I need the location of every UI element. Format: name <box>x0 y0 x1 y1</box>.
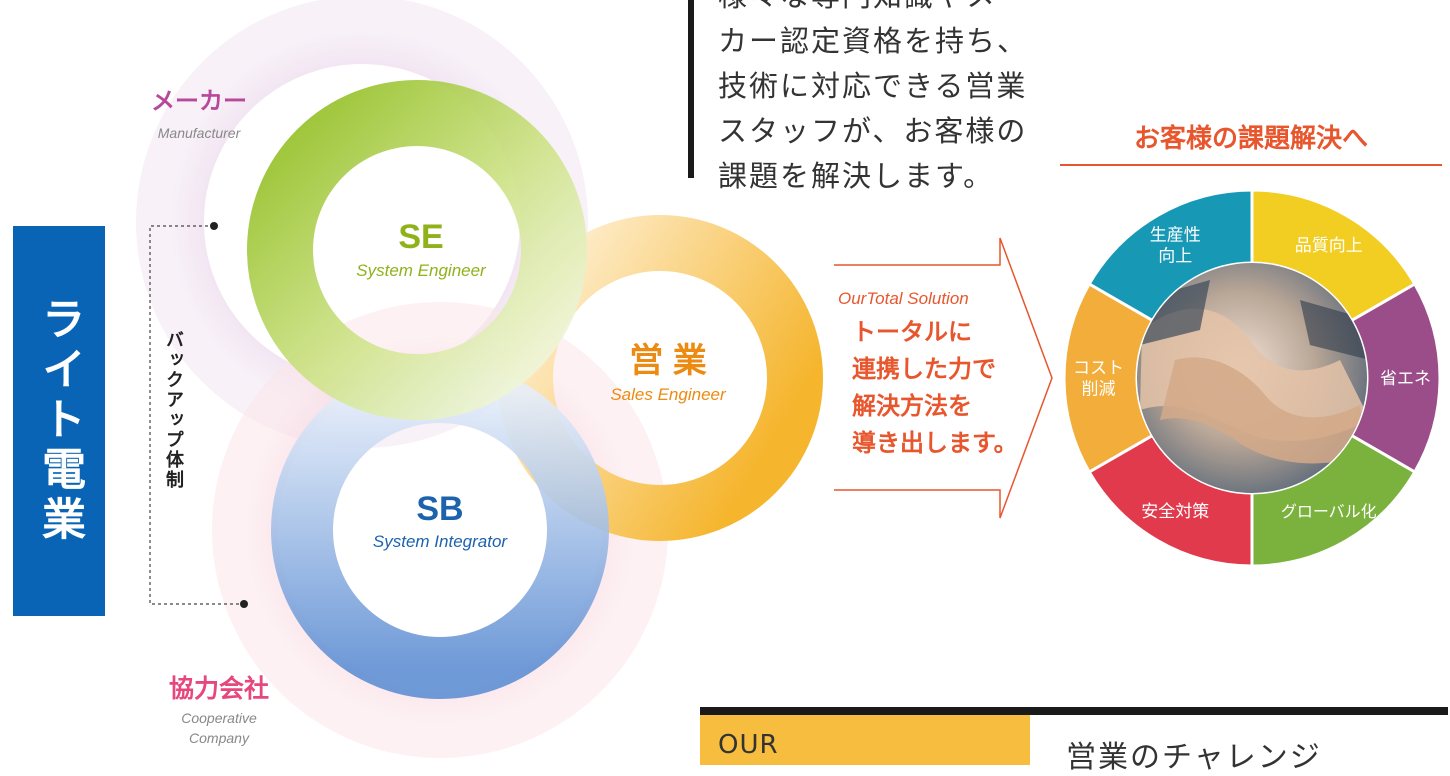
company-name: ライト電業 <box>34 296 85 546</box>
description-text: 様々な専門知識やメー カー認定資格を持ち、 技術に対応できる営業 スタッフが、お… <box>718 0 1038 199</box>
partner-subtitle-2: Company <box>189 730 250 746</box>
partner-subtitle-1: Cooperative <box>181 710 257 726</box>
maker-subtitle: Manufacturer <box>158 125 242 141</box>
solution-diagram: メーカー Manufacturer 協力会社 Cooperative Compa… <box>136 0 1442 758</box>
goal-segment-label: 生産性 <box>1150 226 1201 245</box>
description-line: スタッフが、お客様の <box>718 114 1028 148</box>
goal-segment-label: 省エネ <box>1380 369 1431 388</box>
goal-segment-label: グローバル化 <box>1281 503 1377 521</box>
maker-title: メーカー <box>151 88 247 115</box>
description-line: 課題を解決します。 <box>718 159 995 193</box>
se-title: SE <box>398 218 443 256</box>
se-ring <box>247 80 587 420</box>
goal-segment-label: 品質向上 <box>1295 236 1363 255</box>
description-line: カー認定資格を持ち、 <box>718 24 1029 58</box>
description-rule <box>688 0 694 178</box>
goal-segment-label: 削減 <box>1082 380 1116 399</box>
solution-line-4: 導き出します。 <box>852 429 1018 457</box>
backup-label: バックアップ体制 <box>163 330 184 490</box>
sb-title: SB <box>416 490 463 528</box>
backup-bracket <box>149 225 244 605</box>
partner-title: 協力会社 <box>169 674 269 703</box>
handshake-photo <box>1137 263 1367 493</box>
solution-english: OurTotal Solution <box>838 289 969 308</box>
bracket-dot-top <box>210 222 218 230</box>
sales-title: 営 業 <box>629 342 706 380</box>
solution-line-2: 連携した力で <box>852 355 996 383</box>
solution-line-3: 解決方法を <box>852 392 972 420</box>
goal-segment-label: 安全対策 <box>1141 502 1209 521</box>
sales-subtitle: Sales Engineer <box>610 385 727 404</box>
goals-title-underline <box>1060 164 1442 166</box>
bottom-section-rule <box>700 707 1448 715</box>
sb-subtitle: System Integrator <box>373 532 509 551</box>
description-line: 技術に対応できる営業 <box>718 69 1028 103</box>
bracket-dot-bottom <box>240 600 248 608</box>
goal-segment-label: コスト <box>1073 359 1124 378</box>
challenge-title: 営業のチャレンジ <box>1066 740 1322 775</box>
se-subtitle: System Engineer <box>356 261 487 280</box>
our-label: OUR <box>718 730 779 760</box>
our-label-box: OUR <box>700 715 1030 765</box>
goal-segment-label: 向上 <box>1158 247 1192 266</box>
description-line: 様々な専門知識やメー <box>718 0 1038 19</box>
company-name-bar: ライト電業 <box>13 226 105 616</box>
goals-title: お客様の課題解決へ <box>1133 124 1368 154</box>
arrow-outline <box>834 237 1053 519</box>
solution-line-1: トータルに <box>852 319 972 346</box>
